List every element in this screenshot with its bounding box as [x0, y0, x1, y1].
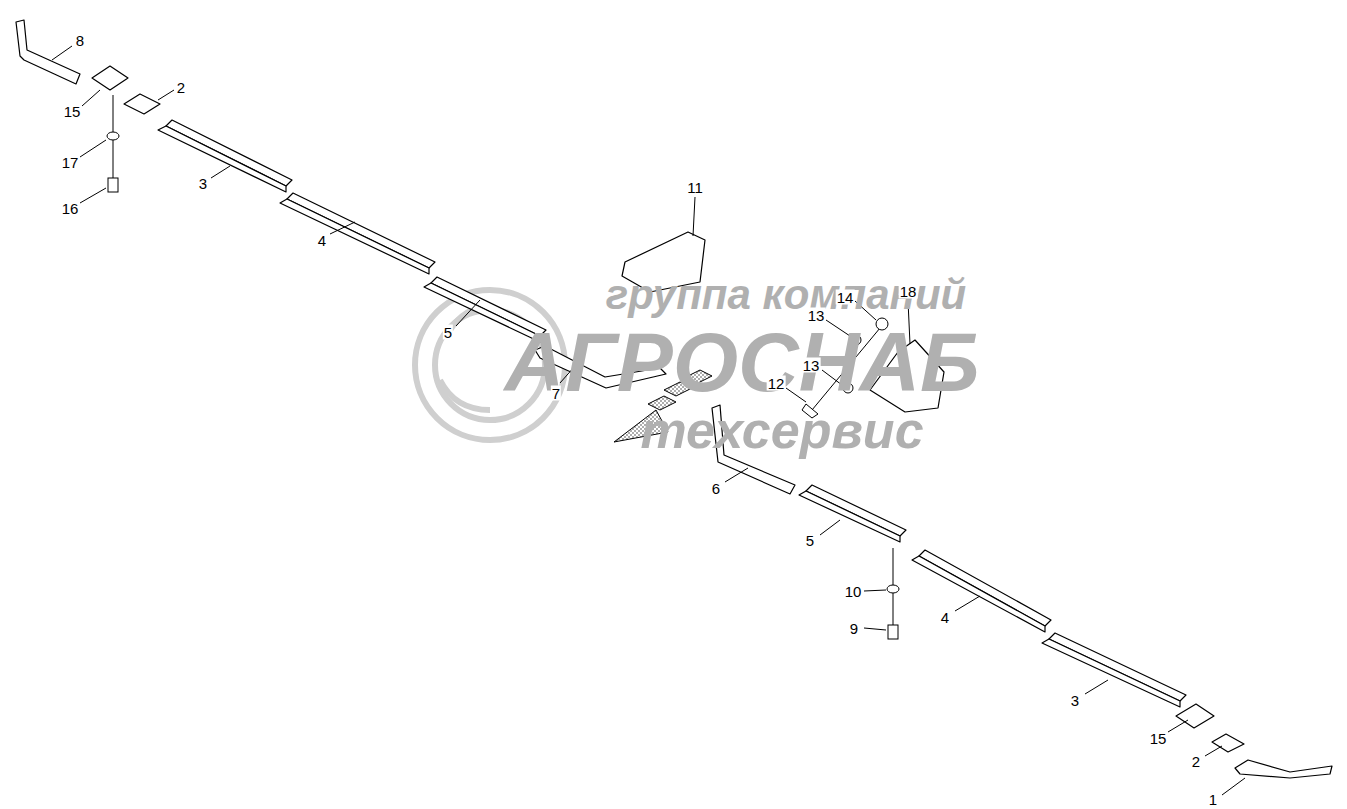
callout-number: 15 [63, 104, 82, 119]
callout-number: 4 [940, 610, 950, 625]
callout-number: 17 [61, 155, 80, 170]
bracket-part [16, 20, 80, 84]
watermark-text: АГРОСНАБ [504, 320, 979, 404]
callout-number: 4 [317, 233, 327, 248]
plate-part [124, 94, 160, 114]
callout-number: 8 [75, 33, 85, 48]
callout-number: 6 [711, 481, 721, 496]
callout-number: 16 [61, 201, 80, 216]
callout-number: 18 [899, 284, 918, 299]
bar-part [158, 120, 1186, 707]
callout-number: 15 [1149, 731, 1168, 746]
callout-number: 12 [767, 376, 786, 391]
callout-number: 2 [176, 80, 186, 95]
callout-number: 14 [836, 290, 855, 305]
leader-line [52, 46, 1245, 795]
callout-number: 13 [807, 308, 826, 323]
callout-number: 2 [1191, 754, 1201, 769]
callout-number: 3 [198, 176, 208, 191]
plate-part [1176, 704, 1214, 728]
callout-number: 1 [1208, 791, 1218, 806]
callout-number: 7 [551, 386, 561, 401]
callout-number: 13 [802, 358, 821, 373]
watermark-text: техсервис [640, 404, 923, 456]
plate-part [1235, 760, 1332, 778]
callout-number: 3 [1070, 693, 1080, 708]
plate-part [92, 66, 128, 90]
callout-number: 10 [844, 584, 863, 599]
callout-number: 11 [686, 180, 704, 195]
callout-number: 5 [443, 325, 453, 340]
callout-number: 9 [849, 621, 859, 636]
callout-number: 5 [805, 533, 815, 548]
